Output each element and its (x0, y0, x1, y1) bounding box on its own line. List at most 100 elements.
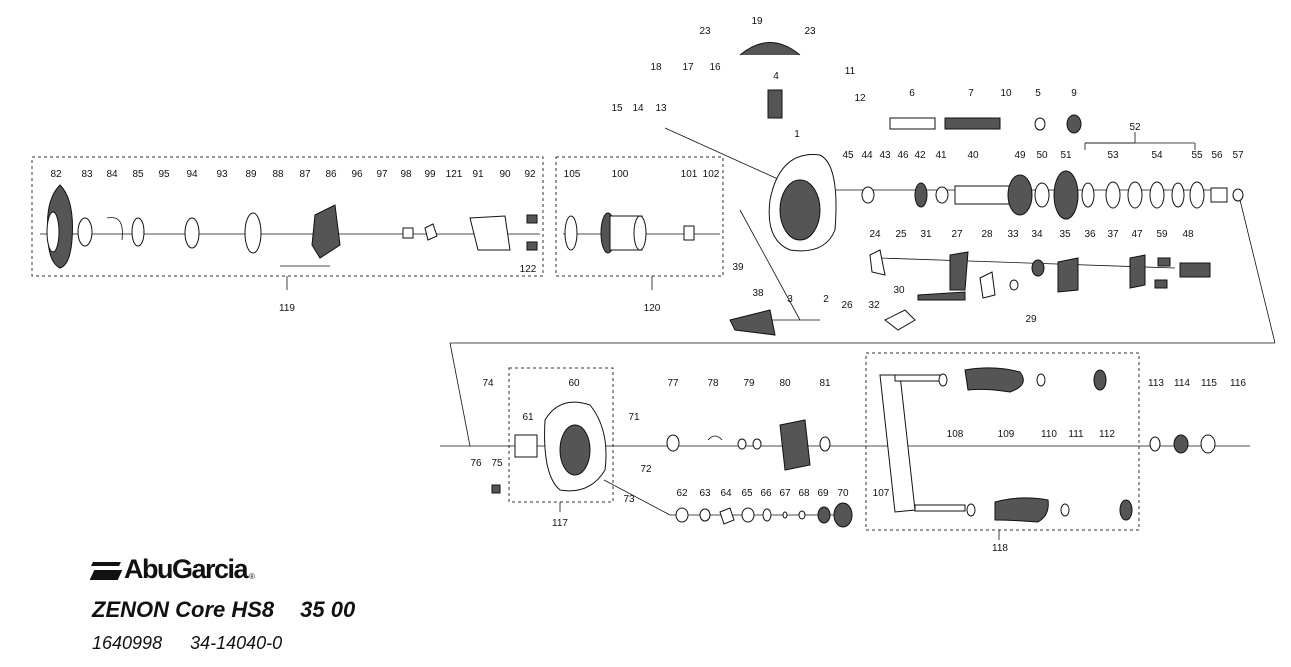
label-61: 61 (522, 412, 534, 423)
model-line: ZENON Core HS8 35 00 (92, 597, 381, 623)
label-96: 96 (351, 169, 363, 180)
label-35: 35 (1059, 229, 1071, 240)
label-68: 68 (798, 488, 810, 499)
label-33: 33 (1007, 229, 1019, 240)
model-code: 35 00 (300, 597, 356, 622)
label-65: 65 (741, 488, 753, 499)
label-24: 24 (869, 229, 881, 240)
label-55: 55 (1191, 150, 1203, 161)
label-51: 51 (1060, 150, 1072, 161)
label-30: 30 (893, 285, 905, 296)
label-95: 95 (158, 169, 170, 180)
label-26: 26 (841, 300, 853, 311)
label-18: 18 (650, 62, 662, 73)
label-76: 76 (470, 458, 482, 469)
label-25: 25 (895, 229, 907, 240)
label-113: 113 (1148, 378, 1164, 389)
label-28: 28 (981, 229, 993, 240)
label-42: 42 (914, 150, 926, 161)
label-31: 31 (920, 229, 932, 240)
label-97: 97 (376, 169, 388, 180)
label-39: 39 (732, 262, 744, 273)
label-111: 111 (1068, 429, 1084, 440)
label-48: 48 (1182, 229, 1194, 240)
label-90: 90 (499, 169, 511, 180)
label-105: 105 (564, 169, 581, 180)
label-98: 98 (400, 169, 412, 180)
label-114: 114 (1174, 378, 1190, 389)
label-78: 78 (707, 378, 719, 389)
label-88: 88 (272, 169, 284, 180)
label-77: 77 (667, 378, 679, 389)
part-number-labels: 1 2 3 4 5 6 7 9 10 11 12 13 14 15 16 17 … (50, 16, 1246, 505)
label-122: 122 (520, 264, 537, 275)
label-110: 110 (1041, 429, 1057, 440)
label-1: 1 (794, 129, 800, 140)
label-102: 102 (703, 169, 720, 180)
label-19: 19 (751, 16, 763, 27)
label-27: 27 (951, 229, 963, 240)
label-84: 84 (106, 169, 118, 180)
label-91: 91 (472, 169, 484, 180)
label-92: 92 (524, 169, 536, 180)
label-121: 121 (446, 169, 463, 180)
label-16: 16 (709, 62, 721, 73)
label-101: 101 (681, 169, 698, 180)
label-107: 107 (873, 488, 890, 499)
label-38: 38 (752, 288, 764, 299)
group-label-119: 119 (279, 303, 295, 314)
label-109: 109 (998, 429, 1015, 440)
label-47: 47 (1131, 229, 1143, 240)
label-79: 79 (743, 378, 755, 389)
brand-registered: ® (249, 571, 255, 581)
label-29: 29 (1025, 314, 1037, 325)
label-73: 73 (623, 494, 635, 505)
group-label-120: 120 (644, 303, 661, 314)
label-12: 12 (854, 93, 866, 104)
group-box-117 (508, 367, 614, 503)
label-94: 94 (186, 169, 198, 180)
label-52: 52 (1129, 122, 1141, 133)
label-11: 11 (845, 66, 856, 77)
label-63: 63 (699, 488, 711, 499)
label-86: 86 (325, 169, 337, 180)
label-14: 14 (632, 103, 644, 114)
label-70: 70 (837, 488, 849, 499)
label-2: 2 (823, 294, 829, 305)
label-54: 54 (1151, 150, 1163, 161)
model-name: ZENON Core HS8 (92, 597, 275, 622)
label-59: 59 (1156, 229, 1168, 240)
label-89: 89 (245, 169, 257, 180)
label-83: 83 (81, 169, 93, 180)
label-108: 108 (947, 429, 964, 440)
label-5: 5 (1035, 88, 1041, 99)
label-13: 13 (655, 103, 667, 114)
label-80: 80 (779, 378, 791, 389)
label-50: 50 (1036, 150, 1048, 161)
label-56: 56 (1211, 150, 1223, 161)
brand-name: AbuGarcia (124, 553, 249, 584)
label-81: 81 (819, 378, 831, 389)
part-shapes (46, 42, 1244, 528)
label-87: 87 (299, 169, 311, 180)
label-100: 100 (612, 169, 629, 180)
label-10: 10 (1000, 88, 1012, 99)
label-62: 62 (676, 488, 688, 499)
group-label-117: 117 (552, 518, 568, 529)
label-85: 85 (132, 169, 144, 180)
label-23b: 23 (804, 26, 816, 37)
label-115: 115 (1201, 378, 1217, 389)
label-60: 60 (568, 378, 580, 389)
label-99: 99 (424, 169, 436, 180)
label-6: 6 (909, 88, 915, 99)
label-64: 64 (720, 488, 732, 499)
label-69: 69 (817, 488, 829, 499)
label-17: 17 (682, 62, 694, 73)
label-72: 72 (640, 464, 652, 475)
label-44: 44 (861, 150, 873, 161)
label-45: 45 (842, 150, 854, 161)
label-43: 43 (879, 150, 891, 161)
label-67: 67 (779, 488, 791, 499)
